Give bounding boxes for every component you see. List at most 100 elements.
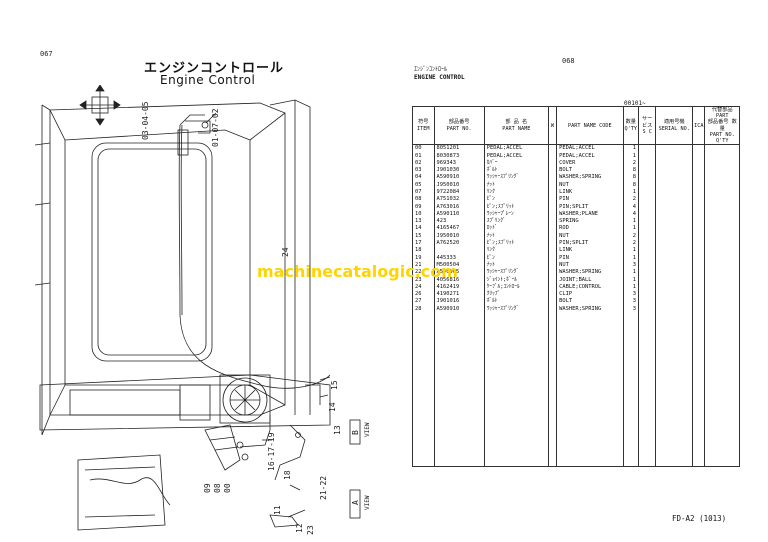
cell-blank <box>704 313 740 321</box>
cell-blank <box>556 320 624 328</box>
cell-blank <box>412 334 435 343</box>
cell-blank <box>622 400 640 408</box>
cell-blank <box>412 451 435 459</box>
cell-replacement <box>704 298 740 306</box>
cell-blank <box>638 313 657 321</box>
cell-item: 08 <box>412 196 435 204</box>
header-ica: ICA <box>692 105 706 146</box>
cell-serial <box>655 210 694 219</box>
cell-blank <box>692 458 706 468</box>
cell-replacement <box>704 174 740 182</box>
cell-service <box>638 196 657 204</box>
callout-14: 14 <box>328 402 337 412</box>
cell-blank <box>655 407 694 416</box>
cell-blank <box>692 386 706 394</box>
cell-blank <box>412 407 435 416</box>
cell-part-name-en: BOLT <box>556 167 624 175</box>
cell-blank <box>704 407 740 416</box>
cell-blank <box>547 342 558 350</box>
cell-serial <box>655 181 694 189</box>
cell-item: 18 <box>412 247 435 255</box>
cell-blank <box>692 444 706 452</box>
cell-blank <box>622 364 640 372</box>
cell-ica <box>692 196 706 204</box>
cell-service <box>638 291 657 299</box>
cell-qty: 1 <box>622 247 640 255</box>
cell-blank <box>556 415 624 423</box>
cell-blank <box>433 451 485 459</box>
cell-part-name-en: COVER <box>556 159 624 168</box>
cell-ica <box>692 283 706 292</box>
cell-blank <box>547 334 558 343</box>
cell-part-name-en: WASHER;SPRING <box>556 269 624 277</box>
cell-ica <box>692 144 706 153</box>
table-row-blank <box>412 364 740 372</box>
cell-part-name-jp: ﾅｯﾄ <box>483 181 549 189</box>
cell-blank <box>556 400 624 408</box>
right-page-number: 068 <box>562 57 575 65</box>
cell-blank <box>547 371 558 379</box>
serial-range: 00101~ <box>624 100 646 107</box>
cell-blank <box>547 451 558 459</box>
cell-blank <box>547 407 558 416</box>
table-row-blank <box>412 407 740 416</box>
cell-replacement <box>704 203 740 211</box>
cell-qty: 1 <box>622 276 640 284</box>
cell-part-no: 4190271 <box>433 291 485 299</box>
cell-part-name-jp: ﾋﾟﾝ <box>483 196 549 204</box>
cell-blank <box>655 327 694 335</box>
cell-part-name-jp: PEDAL;ACCEL <box>483 152 549 160</box>
cell-part-no: 9722084 <box>433 189 485 197</box>
cell-ica <box>692 189 706 197</box>
cell-blank <box>547 327 558 335</box>
cell-ica <box>692 167 706 175</box>
table-row-blank <box>412 327 740 335</box>
cell-blank <box>483 458 549 468</box>
cell-blank <box>638 437 657 445</box>
table-row-blank <box>412 444 740 452</box>
cell-qty: 8 <box>622 167 640 175</box>
callout-13: 13 <box>333 425 342 435</box>
cell-qty: 1 <box>622 152 640 160</box>
cell-blank <box>692 437 706 445</box>
cell-part-name-jp: ﾜｯｼｬｰｽﾌﾟﾘﾝｸﾞ <box>483 174 549 182</box>
cell-part-no: A590110 <box>433 210 485 219</box>
cell-blank <box>638 371 657 379</box>
cell-blank <box>547 400 558 408</box>
cell-serial <box>655 218 694 226</box>
cell-code-flag <box>547 189 558 197</box>
cell-qty: 1 <box>622 269 640 277</box>
cell-blank <box>483 422 549 430</box>
cell-blank <box>483 342 549 350</box>
cell-blank <box>692 378 706 387</box>
cell-service <box>638 269 657 277</box>
cell-item: 04 <box>412 174 435 182</box>
cell-blank <box>433 342 485 350</box>
cell-blank <box>622 444 640 452</box>
cell-blank <box>433 415 485 423</box>
cell-blank <box>638 422 657 430</box>
cell-service <box>638 210 657 219</box>
cell-code-flag <box>547 203 558 211</box>
cell-ica <box>692 276 706 284</box>
callout-15: 15 <box>330 380 339 390</box>
cell-item: 28 <box>412 305 435 314</box>
cell-part-no: 8030873 <box>433 152 485 160</box>
cell-code-flag <box>547 181 558 189</box>
cell-part-name-en: PIN;SPLIT <box>556 203 624 211</box>
callout-00: 00 <box>223 483 232 493</box>
cell-service <box>638 261 657 270</box>
cell-serial <box>655 247 694 255</box>
callout-12: 12 <box>295 523 304 533</box>
cell-blank <box>655 334 694 343</box>
cell-blank <box>638 407 657 416</box>
cell-replacement <box>704 210 740 219</box>
view-b-label: B <box>351 430 360 435</box>
cell-service <box>638 240 657 248</box>
cell-part-name-jp: ﾜｯｼｬｰｽﾌﾟﾘﾝｸﾞ <box>483 269 549 277</box>
